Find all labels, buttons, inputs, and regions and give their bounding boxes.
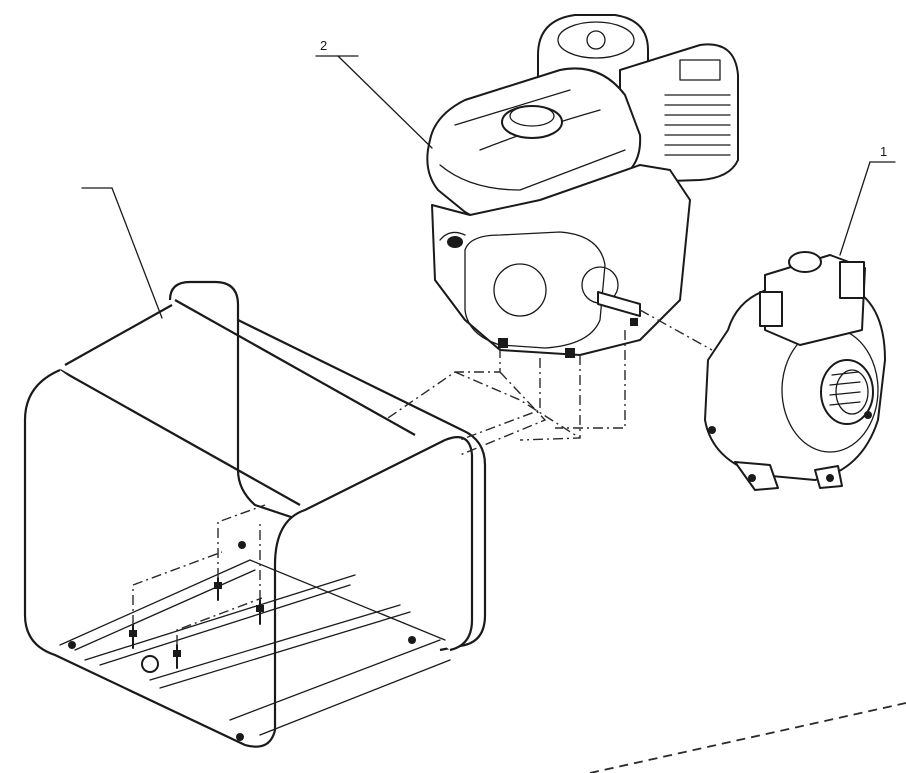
callout-pump-number: 1	[880, 144, 887, 159]
frame-base-plate	[59, 559, 451, 736]
bolt-1	[129, 624, 137, 649]
bolt-4	[256, 599, 264, 625]
baseline-dashed-line	[589, 702, 906, 773]
frame-top-cross-left	[64, 304, 173, 366]
callout-pump: 1	[839, 144, 896, 256]
callout-frame	[81, 187, 163, 319]
crankshaft	[597, 291, 641, 317]
frame-top-rail-right	[174, 299, 416, 436]
muffler	[619, 43, 739, 183]
frame-front-loop	[23, 368, 474, 748]
pump-suction-nozzle	[820, 359, 874, 425]
muffler-grille	[664, 59, 731, 156]
mounting-bolts	[68, 541, 416, 741]
callout-engine-number: 2	[320, 38, 327, 53]
drain-hole	[141, 655, 159, 673]
frame	[23, 280, 487, 748]
fuel-cap	[501, 105, 563, 139]
pump	[704, 251, 886, 491]
frame-back-loop	[168, 280, 301, 522]
engine-mount-leaders	[384, 309, 713, 456]
bolt-leaders	[132, 504, 266, 645]
engine	[384, 14, 739, 456]
frame-top-rail-left	[59, 369, 301, 506]
bolt-2	[173, 644, 181, 669]
bolt-3	[214, 577, 222, 601]
callout-engine: 2	[315, 38, 433, 149]
